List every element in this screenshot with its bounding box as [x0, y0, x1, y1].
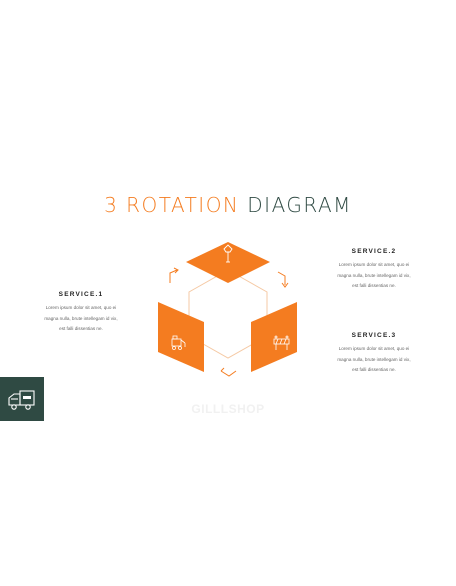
- service-1-text: Lorem ipsum dolor sit amet, quo ei magna…: [26, 303, 136, 335]
- service-1-line-2: magna nulla, brute intellegam id vix,: [44, 315, 118, 321]
- service-1: SERVICE.1 Lorem ipsum dolor sit amet, qu…: [26, 291, 136, 335]
- arrow-bottom: [220, 367, 237, 377]
- service-3-line-3: est falli dissentias ne.: [352, 367, 396, 372]
- construction-vehicle-icon: [171, 335, 186, 350]
- service-3: SERVICE.3 Lorem ipsum dolor sit amet, qu…: [319, 332, 429, 376]
- arrow-top-left: [169, 267, 179, 283]
- service-1-line-3: est falli dissentias ne.: [59, 326, 103, 331]
- title-accent: 3 ROTATION: [104, 193, 240, 217]
- service-2-line-1: Lorem ipsum dolor sit amet, quo ei: [338, 262, 410, 267]
- service-2-line-3: est falli dissentias ne.: [352, 283, 396, 288]
- service-3-text: Lorem ipsum dolor sit amet, quo ei magna…: [319, 344, 429, 376]
- watermark: GILLLSHOP: [191, 402, 265, 416]
- sidebar-truck-tab[interactable]: [0, 377, 44, 421]
- service-2: SERVICE.2 Lorem ipsum dolor sit amet, qu…: [319, 248, 429, 292]
- diagram-title: 3 ROTATION DIAGRAM: [0, 193, 456, 217]
- center-hexagon-outline: [188, 269, 268, 359]
- arrow-top-right: [277, 271, 289, 288]
- service-2-text: Lorem ipsum dolor sit amet, quo ei magna…: [319, 260, 429, 292]
- service-1-line-1: Lorem ipsum dolor sit amet, quo ei: [45, 305, 117, 310]
- service-3-line-2: magna nulla, brute intellegam id vix,: [337, 356, 411, 362]
- service-2-line-2: magna nulla, brute intellegam id vix,: [337, 272, 411, 278]
- shovel-icon: [223, 244, 233, 263]
- right-face: [251, 302, 297, 372]
- service-1-heading: SERVICE.1: [58, 291, 104, 298]
- left-face: [158, 302, 204, 372]
- title-main: DIAGRAM: [247, 193, 352, 217]
- road-barrier-icon: [273, 335, 290, 350]
- truck-icon: [8, 390, 35, 410]
- service-3-heading: SERVICE.3: [351, 332, 397, 339]
- top-face: [186, 242, 270, 283]
- service-3-line-1: Lorem ipsum dolor sit amet, quo ei: [338, 346, 410, 351]
- service-2-heading: SERVICE.2: [351, 248, 397, 255]
